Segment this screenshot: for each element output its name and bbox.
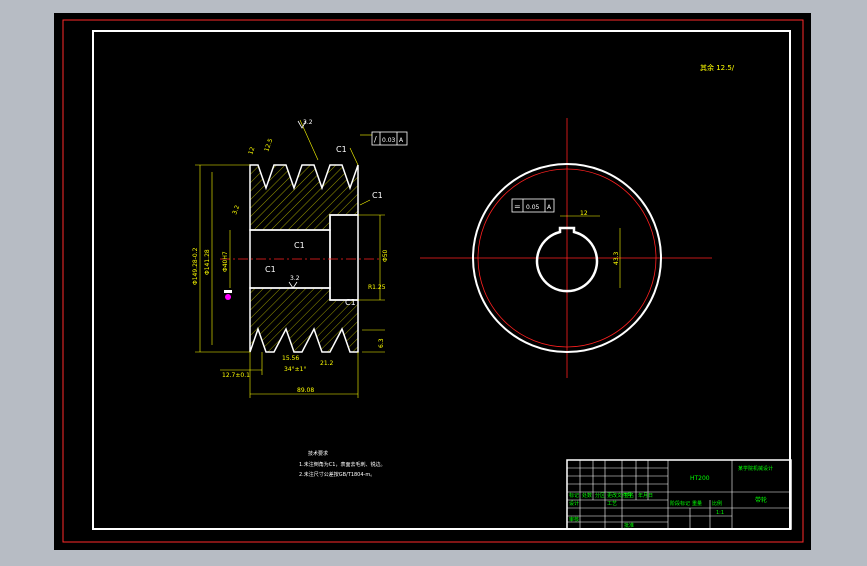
chamfer-bore-label: C1 [294, 241, 305, 250]
keyway-depth-dim: 43.3 [613, 251, 620, 265]
tolerance-value: 0.03 [382, 137, 396, 144]
title-cell-zone: 分区 [595, 492, 605, 499]
bore-with-keyway [535, 226, 599, 293]
right-dim: 12.5 [263, 138, 274, 153]
pitch-dim: 12.7±0.1 [222, 372, 250, 379]
title-cell-design: 设计 [569, 500, 579, 507]
tech-req-item-1: 1.未注倒角为C1，表面去毛刺、锐边。 [299, 461, 385, 468]
title-cell-mark: 标记 [569, 492, 579, 499]
title-cell-count: 处数 [582, 492, 592, 499]
angle-dim: 34°±1° [284, 366, 306, 373]
tech-req-title: 技术要求 [308, 450, 328, 457]
keyway-width-dim: 12 [580, 210, 588, 217]
inner-frame [92, 30, 791, 530]
outer-frame [62, 19, 804, 543]
pulley-outer-circle [472, 163, 662, 353]
tolerance-datum: A [399, 137, 404, 144]
drawing-number: HT200 [690, 475, 710, 482]
drawing-background [54, 13, 811, 550]
chamfer-inner-label: C1 [265, 265, 276, 274]
flatness-symbol: = [514, 202, 521, 211]
title-cell-weight: 重量 [692, 500, 702, 507]
flatness-value: 0.05 [526, 204, 540, 211]
outer-diameter-dim: Φ149.28-0.2 [192, 247, 199, 285]
radius-dim: R1.25 [368, 284, 386, 291]
technical-requirements: 技术要求 1.未注倒角为C1，表面去毛刺、锐边。 2.未注尺寸公差按GB/T18… [299, 450, 385, 478]
insertion-marker [225, 294, 231, 300]
title-cell-scale: 比例 [712, 500, 722, 507]
groove-depth-dim: 6.3 [378, 338, 385, 348]
title-cell-stage: 阶段标记 [670, 500, 690, 507]
chamfer-top-label: C1 [336, 145, 347, 154]
pitch-circle [477, 168, 657, 348]
front-view [420, 118, 712, 378]
title-cell-sign: 签名 [624, 492, 634, 499]
title-cell-process: 工艺 [607, 501, 617, 507]
title-cell-scale-value: 1:1 [716, 510, 724, 516]
overall-width-dim: 89.08 [297, 387, 314, 394]
flatness-datum: A [547, 204, 552, 211]
groove-gap-dim: 21.2 [320, 360, 334, 367]
roughness-side-label: 3.2 [231, 204, 241, 216]
chamfer-right-label: C1 [372, 191, 383, 200]
title-cell-date: 年月日 [638, 492, 653, 499]
roughness-top-label: 3.2 [303, 119, 313, 126]
surface-roughness-note: 其余 12.5/ [700, 63, 735, 72]
step-diameter-dim: Φ50 [382, 249, 389, 262]
tech-req-item-2: 2.未注尺寸公差按GB/T1804-m。 [299, 471, 375, 478]
groove-width-dim: 15.56 [282, 355, 299, 362]
title-cell-change: 更改文件号 [607, 492, 632, 499]
left-offset-dim: 12 [247, 146, 256, 156]
section-view [195, 119, 408, 398]
chamfer-lower-right-label: C1 [345, 298, 356, 307]
tolerance-symbol: / [374, 135, 377, 144]
drawing-title: 带轮 [755, 496, 767, 504]
title-cell-approve: 批准 [624, 522, 634, 529]
school-name: 某学院机械设计 [738, 465, 773, 472]
title-block: 标记 处数 分区 更改文件号 签名 年月日 设计 审核 工艺 批准 阶段标记 重… [566, 459, 792, 530]
title-cell-review: 审核 [569, 516, 579, 523]
bore-diameter-dim: Φ40H7 [222, 251, 229, 272]
root-diameter-dim: Φ141.28 [204, 249, 211, 275]
roughness-bore-label: 3.2 [290, 275, 300, 282]
counterbore-outline [329, 214, 359, 301]
